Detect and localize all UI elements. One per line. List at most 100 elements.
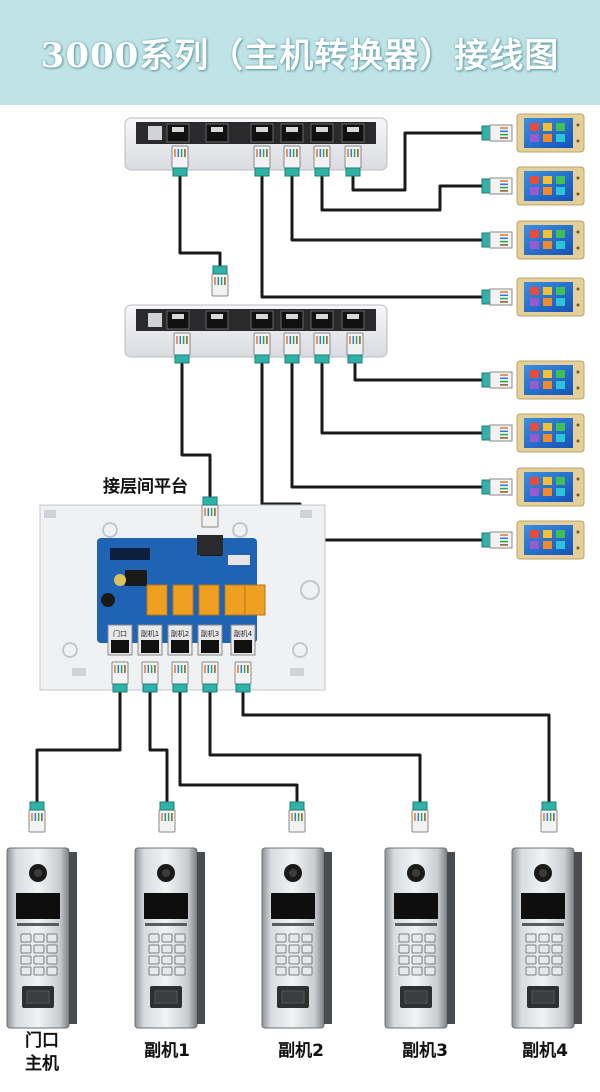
rj45-connector (158, 801, 176, 833)
rj45-connector (481, 124, 513, 142)
cable-board-door-main (35, 692, 122, 805)
rj45-connector (344, 145, 362, 177)
switch-port (341, 123, 365, 143)
rj45-connector (481, 371, 513, 389)
rj45-connector (141, 661, 159, 693)
rj45-connector (111, 661, 129, 693)
cable-board-door-sub4 (241, 692, 551, 805)
rj45-connector (346, 332, 364, 364)
rj45-connector (201, 661, 219, 693)
switch-port (280, 310, 304, 330)
cable-switch2-monitor2 (320, 363, 490, 435)
rj45-connector (283, 332, 301, 364)
board-port-label: 副机2 (171, 629, 189, 638)
indoor-monitor (516, 467, 585, 507)
indoor-monitor (516, 360, 585, 400)
rj45-connector (481, 288, 513, 306)
board-port-label: 副机1 (141, 629, 159, 638)
cable-board-door-sub3 (208, 692, 422, 805)
relay (224, 584, 246, 616)
rj45-connector (540, 801, 558, 833)
board-port (234, 640, 252, 653)
door-station (511, 847, 582, 1029)
board-port-label: 副机4 (234, 629, 253, 638)
cable-board-door-sub1 (148, 692, 169, 805)
relay (244, 584, 266, 616)
rj45-connector (253, 332, 271, 364)
cable-board-door-sub2 (178, 692, 299, 805)
rj45-connector (481, 531, 513, 549)
indoor-monitor (516, 520, 585, 560)
door-station (261, 847, 332, 1029)
rj45-connector (481, 177, 513, 195)
rj45-connector (411, 801, 429, 833)
door-station-label: 副机1 (144, 1040, 190, 1061)
cable-switch1-monitor1 (351, 131, 490, 192)
converter-board: 门口 副机1 副机2 副机3 副机4 (39, 504, 326, 691)
rj45-connector (253, 145, 271, 177)
rj45-connector (481, 424, 513, 442)
rj45-connector (283, 145, 301, 177)
rj45-connector (201, 496, 219, 528)
board-port (171, 640, 189, 653)
board-port-label: 门口 (113, 629, 127, 638)
floor-platform-label: 接层间平台 (103, 476, 188, 497)
rj45-connector (481, 478, 513, 496)
relay (146, 584, 168, 616)
cable-switch1-monitor2 (320, 176, 490, 212)
indoor-monitor (516, 166, 585, 206)
cable-switch-cascade (178, 176, 222, 280)
switch-port (280, 123, 304, 143)
indoor-monitor (516, 220, 585, 260)
door-station-label: 副机3 (402, 1040, 448, 1061)
rj45-connector (171, 145, 189, 177)
cable-switch2-board (180, 363, 212, 505)
switch-port (341, 310, 365, 330)
switch-port (205, 123, 229, 143)
switch-port (205, 310, 229, 330)
rj45-connector (481, 231, 513, 249)
cable-switch2-monitor3 (290, 363, 490, 489)
board-port-label: 副机3 (201, 629, 219, 638)
indoor-monitor (516, 113, 585, 153)
cable-switch1-monitor4 (260, 176, 490, 299)
door-station-label: 主机 (25, 1053, 59, 1074)
indoor-monitors (516, 113, 585, 560)
door-station (6, 847, 77, 1029)
door-station-label: 副机2 (278, 1040, 324, 1061)
door-station (384, 847, 455, 1029)
rj45-connector (171, 661, 189, 693)
switch-port (166, 310, 190, 330)
switch-port (250, 310, 274, 330)
board-port (111, 640, 129, 653)
door-station-label: 门口 (25, 1030, 59, 1051)
board-port (201, 640, 219, 653)
relay (172, 584, 194, 616)
rj45-connector (313, 145, 331, 177)
rj45-connector (288, 801, 306, 833)
door-station (134, 847, 205, 1029)
door-station-label: 副机4 (522, 1040, 568, 1061)
switch-port (310, 123, 334, 143)
switch-port (250, 123, 274, 143)
cable-switch1-monitor3 (290, 176, 490, 242)
rj45-connector (313, 332, 331, 364)
switch-port (310, 310, 334, 330)
page-title: 3000系列（主机转换器）接线图 (40, 36, 560, 76)
rj45-connector (173, 332, 191, 364)
rj45-connectors (28, 124, 558, 833)
indoor-monitor (516, 413, 585, 453)
cable-switch2-monitor1 (353, 363, 490, 382)
rj45-connector (28, 801, 46, 833)
indoor-monitor (516, 277, 585, 317)
title-bar: 3000系列（主机转换器）接线图 (0, 0, 600, 105)
relay (198, 584, 220, 616)
door-stations (6, 847, 582, 1029)
rj45-connector (234, 661, 252, 693)
rj45-connector (211, 265, 229, 297)
switch-port (166, 123, 190, 143)
cable-switch2-monitor4 (260, 363, 490, 542)
board-port (141, 640, 159, 653)
